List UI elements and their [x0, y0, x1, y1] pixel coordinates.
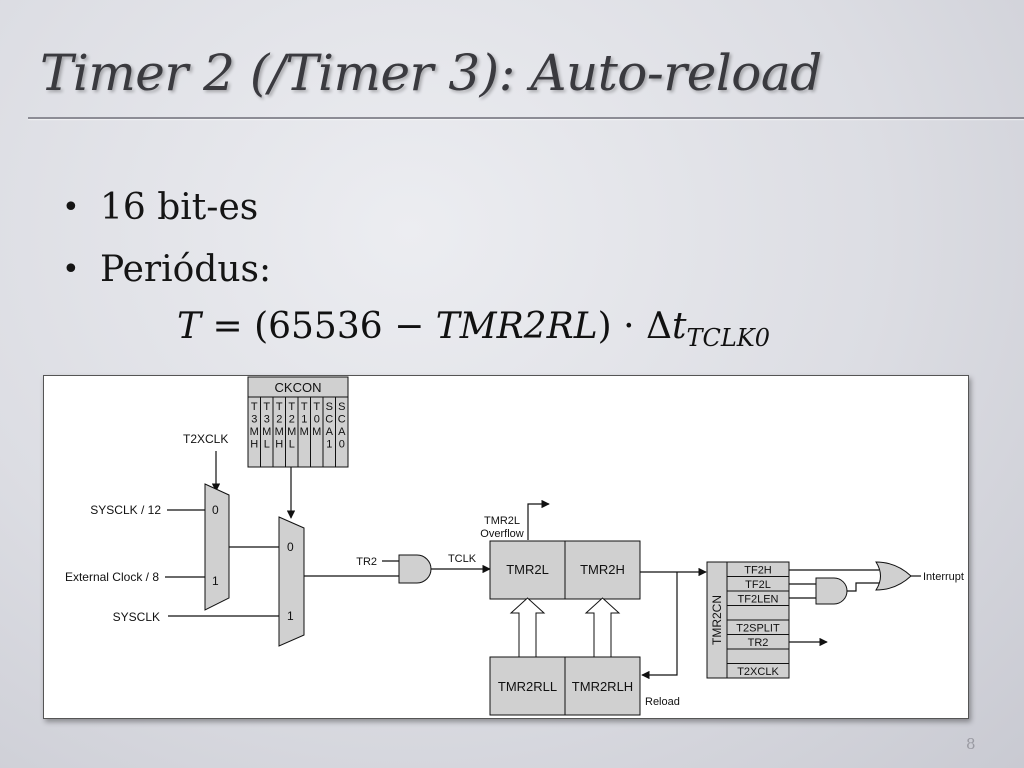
bullet-text: Periódus:: [100, 249, 272, 290]
tmr2rlh-label: TMR2RLH: [572, 679, 633, 694]
tmr2cn-bit-cell: [726, 648, 790, 664]
bullet-item: • Periódus:: [58, 250, 271, 290]
reload-label: Reload: [645, 696, 680, 708]
tmr2l-register: [489, 540, 566, 600]
bullet-item: • 16 bit-es: [58, 188, 271, 228]
tmr2cn-bit-cell: [726, 663, 790, 679]
overflow-label-line2: Overflow: [480, 528, 523, 540]
tclk-label: TCLK: [448, 553, 477, 565]
sysclk-label: SYSCLK: [113, 610, 160, 624]
reload-low-arrow-icon: [509, 597, 546, 658]
slide-title: Timer 2 (/Timer 3): Auto-reload: [40, 44, 822, 102]
bullet-dot-icon: •: [62, 252, 80, 287]
bullet-text: 16 bit-es: [100, 187, 259, 228]
tmr2rll-label: TMR2RLL: [498, 679, 557, 694]
mux1-input-1: 1: [212, 574, 219, 588]
formula-close: ) · Δ: [597, 306, 672, 347]
bullet-list: • 16 bit-es • Periódus:: [58, 188, 271, 312]
mux2-input-0: 0: [287, 540, 294, 554]
tmr2cn-bit-t2xclk: T2XCLK: [737, 666, 779, 678]
tmr2cn-label: TMR2CN: [710, 595, 724, 645]
and-to-or-wire: [847, 582, 882, 592]
tmr2cn-bit-t2split: T2SPLIT: [736, 623, 780, 635]
formula-lhs: T: [177, 306, 202, 347]
mux2-input-1: 1: [287, 609, 294, 623]
overflow-arrow: [527, 499, 550, 540]
tf2l-and-gate: [815, 577, 848, 605]
tmr2rlh-register: [564, 656, 641, 716]
overflow-label-line1: TMR2L: [484, 515, 520, 527]
mux1-input-0: 0: [212, 503, 219, 517]
interrupt-or-gate: [875, 561, 912, 591]
page-number: 8: [966, 735, 976, 753]
tmr2l-label: TMR2L: [506, 562, 549, 577]
tmr2cn-bit-cell: [726, 605, 790, 621]
tmr2h-register: [564, 540, 641, 600]
formula-subscript: TCLK0: [686, 324, 770, 352]
tmr2cn-bit-tf2h: TF2H: [744, 565, 772, 577]
tmr2rll-register: [489, 656, 566, 716]
tmr2cn-bit-tr2: TR2: [748, 637, 769, 649]
interrupt-label: Interrupt: [923, 571, 964, 583]
tr2-and-gate: [398, 554, 432, 584]
formula-var: t: [671, 306, 687, 347]
title-underline: [28, 117, 1024, 119]
ext-clock-label: External Clock / 8: [65, 570, 159, 584]
reload-high-arrow-icon: [584, 597, 621, 658]
tmr2cn-bit-tf2len: TF2LEN: [738, 594, 779, 606]
sysclk12-label: SYSCLK / 12: [90, 503, 161, 517]
period-formula: T = (65536 − TMR2RL) · ΔtTCLK0: [177, 306, 770, 352]
ckcon-title: CKCON: [275, 380, 322, 395]
clock-mux-2: [278, 516, 305, 647]
clock-mux-1: [204, 483, 230, 611]
tmr2cn-bit-tf2l: TF2L: [745, 579, 771, 591]
bullet-dot-icon: •: [62, 190, 80, 225]
tr2-label: TR2: [356, 556, 377, 568]
formula-term: TMR2RL: [435, 306, 598, 347]
formula-equals: = (65536 −: [212, 306, 425, 347]
reload-feedback-wire: [641, 572, 678, 680]
t2xclk-label: T2XCLK: [183, 432, 228, 446]
tmr2h-label: TMR2H: [580, 562, 625, 577]
